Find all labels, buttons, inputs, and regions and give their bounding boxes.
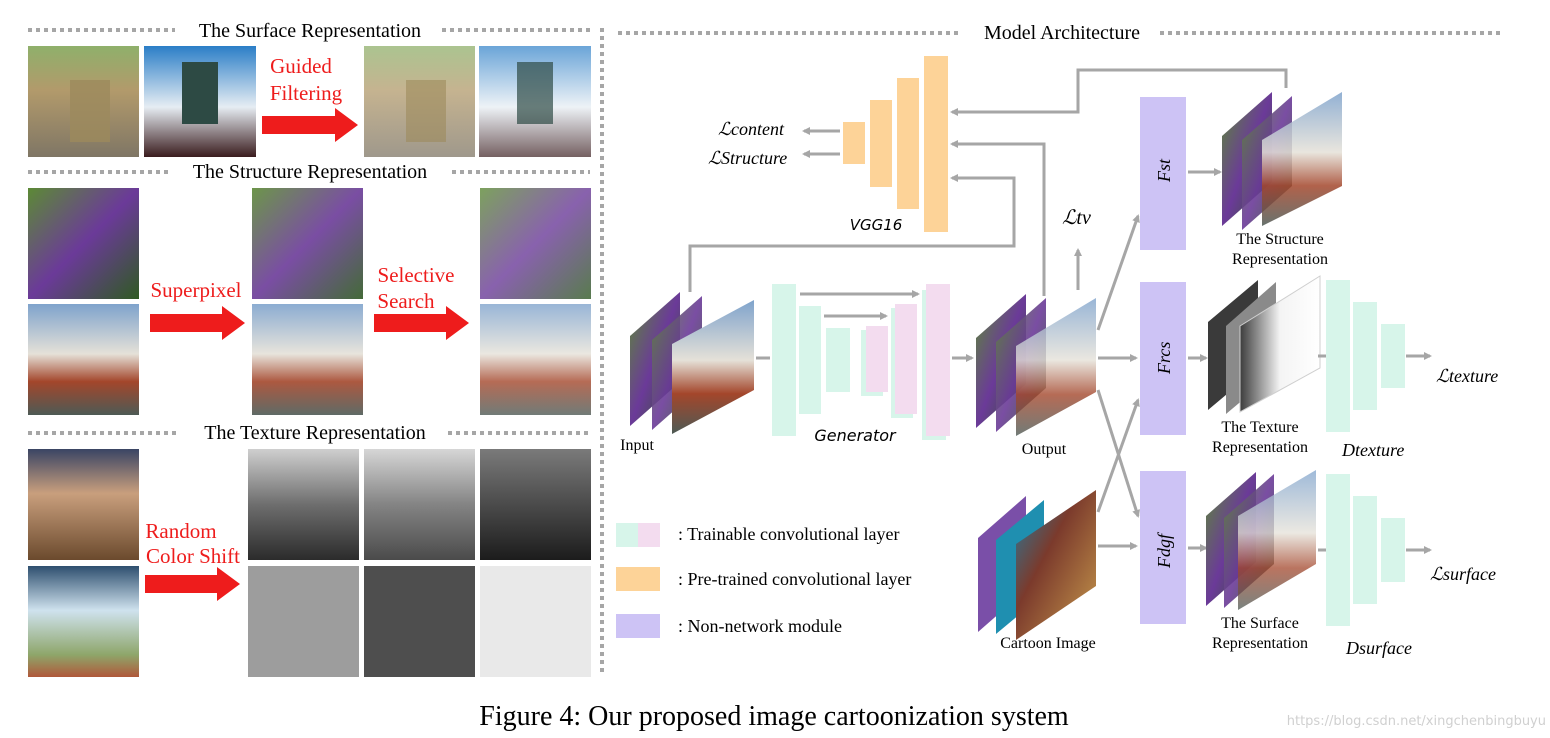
loss-texture: ℒtexture — [1436, 366, 1498, 386]
arrow-structure-to-vgg — [950, 68, 1288, 116]
watermark: https://blog.csdn.net/xingchenbingbuyu — [1287, 714, 1546, 729]
output-label: Output — [1022, 441, 1067, 458]
texture-rep-front — [1239, 275, 1321, 413]
loss-tv: ℒtv — [1062, 207, 1091, 229]
d-texture-layer — [1326, 280, 1350, 432]
input-image-front — [672, 300, 754, 434]
structure-rep-front — [1262, 92, 1342, 226]
flower-photo — [28, 188, 139, 299]
loss-structure: ℒStructure — [708, 148, 787, 168]
generator-layer — [926, 284, 950, 436]
structure-rep-label-2: Representation — [1232, 251, 1328, 268]
legend: : Trainable convolutional layer : Pre-tr… — [616, 523, 911, 638]
town-photo — [28, 304, 139, 415]
red-arrow — [145, 567, 240, 601]
selective-search-label-2: Search — [377, 289, 435, 313]
arrow-output-to-vgg — [950, 140, 1046, 296]
generator-layer — [895, 304, 917, 414]
vgg-layer — [924, 56, 948, 232]
f-dgf-label: Fdgf — [1154, 531, 1174, 569]
legend-swatch-trainable-green — [616, 523, 638, 547]
generator-label: Generator — [814, 426, 897, 445]
arrow-input-to-vgg — [688, 174, 1016, 292]
legend-swatch-pretrained — [616, 567, 660, 591]
input-label: Input — [620, 437, 654, 454]
gray-mural-3 — [480, 566, 591, 677]
selective-search-label: Selective — [378, 263, 455, 287]
surface-rep-front — [1238, 470, 1316, 610]
generator-layer — [826, 328, 850, 392]
f-dgf-module — [1140, 471, 1186, 624]
d-surface-layer — [1381, 518, 1405, 582]
red-arrow — [262, 108, 358, 142]
d-texture-layer — [1353, 302, 1377, 410]
red-arrow — [374, 306, 469, 340]
gray-mural-2 — [364, 566, 475, 677]
surface-section-title: The Surface Representation — [199, 20, 421, 42]
f-rcs-label: Frcs — [1154, 342, 1174, 375]
vgg-layer — [870, 100, 892, 187]
generator-layer — [799, 306, 821, 414]
legend-swatch-trainable-pink — [638, 523, 660, 547]
selective-search-town — [480, 304, 591, 415]
guided-filtering-label-2: Filtering — [270, 81, 343, 105]
vgg16-label: VGG16 — [850, 216, 903, 234]
surface-rep-label: The Surface — [1221, 615, 1299, 632]
guided-filtering-label: Guided — [270, 54, 332, 78]
d-texture-layer — [1381, 324, 1405, 388]
d-surface-layer — [1353, 496, 1377, 604]
generator-layer — [866, 326, 888, 392]
texture-rep-label-2: Representation — [1212, 439, 1308, 456]
red-arrow — [150, 306, 245, 340]
d-surface-layer — [1326, 474, 1350, 626]
vgg-layer — [843, 122, 865, 164]
random-color-shift-label-2: Color Shift — [146, 544, 240, 568]
f-st-label: Fst — [1154, 158, 1174, 183]
random-color-shift-label: Random — [145, 519, 216, 543]
cartoon-image-label: Cartoon Image — [1000, 635, 1096, 652]
mural-photo — [28, 566, 139, 677]
gray-seashore-3 — [480, 449, 591, 560]
structure-section-title: The Structure Representation — [193, 161, 427, 183]
texture-rep-label: The Texture — [1221, 419, 1298, 436]
legend-pretrained: : Pre-trained convolutional layer — [678, 569, 911, 589]
gray-seashore-1 — [248, 449, 359, 560]
selective-search-flower — [480, 188, 591, 299]
cartoon-image-front — [1016, 490, 1096, 640]
loss-surface: ℒsurface — [1430, 564, 1496, 584]
d-texture-label: Dtexture — [1341, 440, 1404, 460]
architecture-title: Model Architecture — [984, 22, 1140, 44]
surface-rep-label-2: Representation — [1212, 635, 1308, 652]
legend-trainable: : Trainable convolutional layer — [678, 524, 899, 544]
left-panel: The Surface Representation The Structure… — [28, 20, 604, 677]
structure-rep-label: The Structure — [1236, 231, 1324, 248]
texture-section-title: The Texture Representation — [204, 422, 425, 444]
legend-swatch-nonnetwork — [616, 614, 660, 638]
output-image-front — [1016, 298, 1096, 436]
superpixel-town — [252, 304, 363, 415]
seashore-photo — [28, 449, 139, 560]
gray-mural-1 — [248, 566, 359, 677]
superpixel-flower — [252, 188, 363, 299]
legend-nonnetwork: : Non-network module — [678, 616, 842, 636]
architecture-panel: Model Architecture VGG16 ℒcontent ℒStruc… — [616, 22, 1502, 658]
figure-caption: Figure 4: Our proposed image cartoonizat… — [479, 701, 1069, 732]
gray-seashore-2 — [364, 449, 475, 560]
loss-content: ℒcontent — [718, 119, 785, 139]
f-st-module — [1140, 97, 1186, 250]
vgg-layer — [897, 78, 919, 209]
generator-layer — [772, 284, 796, 436]
superpixel-label: Superpixel — [151, 278, 242, 302]
f-rcs-module — [1140, 282, 1186, 435]
d-surface-label: Dsurface — [1345, 638, 1412, 658]
